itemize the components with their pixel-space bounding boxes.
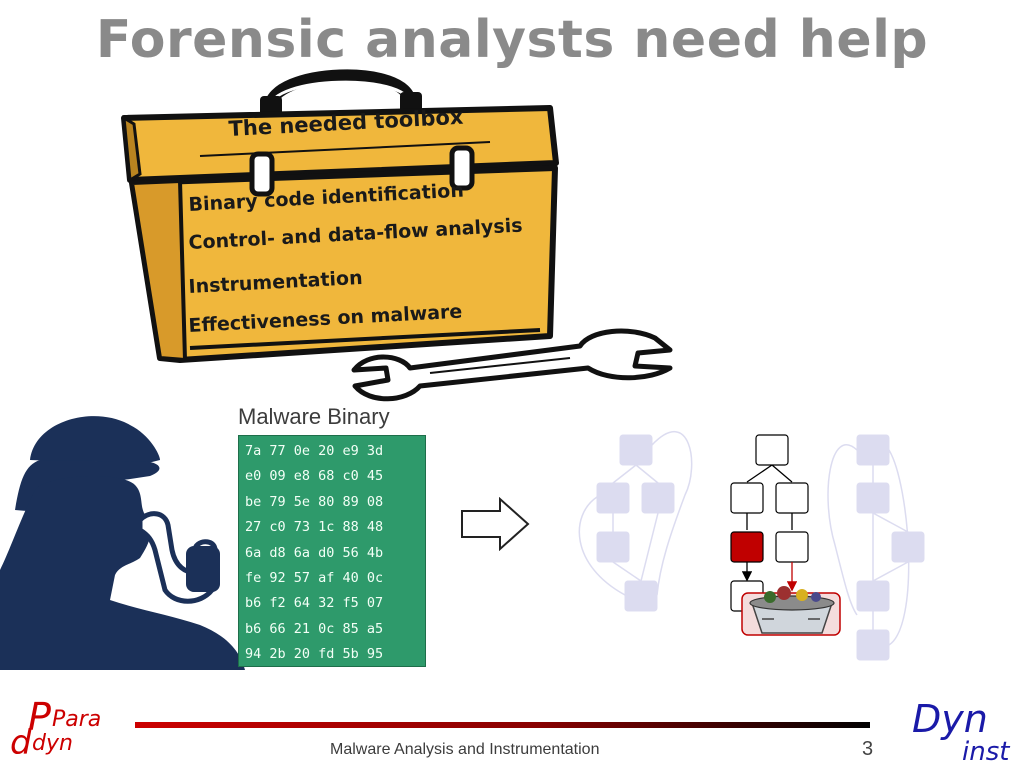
page-number: 3: [862, 738, 874, 760]
cfg-middle: [730, 434, 841, 636]
hex-dump: 7a 77 0e 20 e9 3d e0 09 e8 68 c0 45 be 7…: [238, 435, 426, 667]
dyninst-logo-bottom: inst: [962, 737, 1010, 766]
dyninst-logo: Dyn inst: [910, 694, 1020, 771]
footer-title: Malware Analysis and Instrumentation: [330, 741, 600, 758]
svg-text:P: P: [28, 698, 51, 739]
hex-row: 94 2b 20 fd 5b 95: [245, 646, 384, 663]
cfg-right-faded: [827, 434, 925, 661]
hex-row: 6a d8 6a d0 56 4b: [245, 544, 384, 561]
hex-row: 7a 77 0e 20 e9 3d: [245, 443, 384, 459]
slide-title: Forensic analysts need help: [95, 10, 929, 70]
hex-row: fe 92 57 af 40 0c: [245, 569, 384, 586]
paradyn-logo-bottom: dyn: [32, 731, 73, 756]
cfg-left-faded: [578, 430, 693, 612]
svg-text:d: d: [10, 723, 32, 760]
malware-binary-label: Malware Binary: [238, 404, 390, 429]
control-flow-graphs: [578, 430, 925, 661]
hex-row: b6 66 21 0c 85 a5: [245, 620, 384, 637]
footer-divider: [135, 722, 870, 728]
dyninst-logo-top: Dyn: [912, 697, 988, 741]
hex-row: b6 f2 64 32 f5 07: [245, 595, 384, 612]
hex-row: be 79 5e 80 89 08: [245, 493, 384, 510]
detective-silhouette-icon: [0, 416, 245, 670]
paradyn-logo: P Para d dyn: [8, 695, 108, 765]
trash-can-icon: [741, 586, 841, 636]
toolbox-illustration: [121, 69, 673, 402]
paradyn-logo-top: Para: [52, 707, 101, 732]
right-arrow-icon: [461, 497, 530, 551]
hex-row: 27 c0 73 1c 88 48: [245, 519, 384, 536]
hex-row: e0 09 e8 68 c0 45: [245, 468, 384, 485]
